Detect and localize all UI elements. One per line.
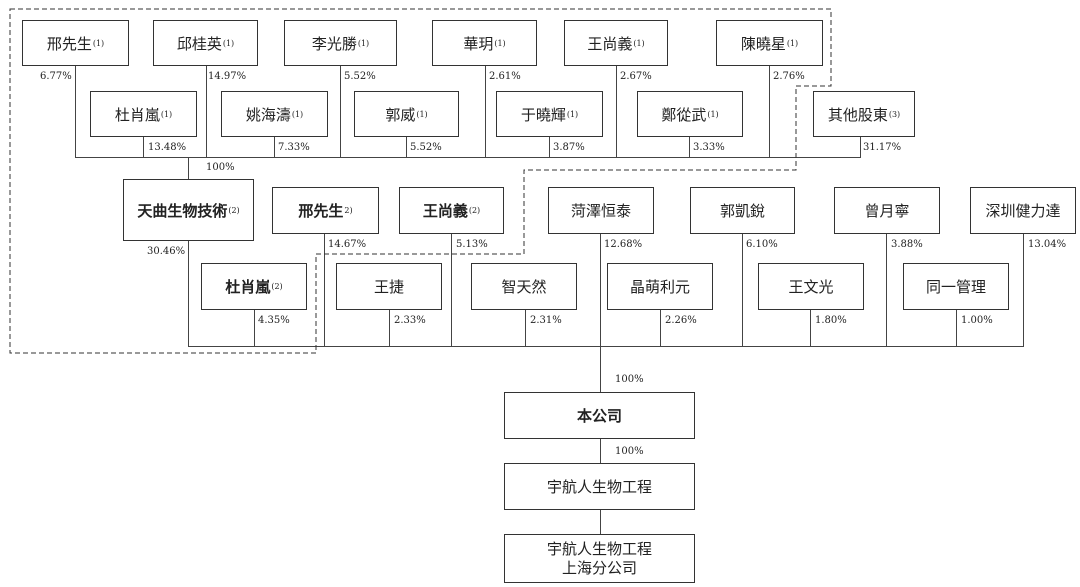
company-box: 本公司 [504,392,695,439]
shareholder-box: 同一管理 [903,263,1009,310]
shareholder-box: 鄭從武(1) [637,91,743,137]
shareholder-box: 晶萌利元 [607,263,713,310]
shareholder-box: 天曲生物技術(2) [123,179,254,241]
subsidiary-box: 宇航人生物工程 [504,463,695,510]
shareholding-percent: 7.33% [278,142,310,153]
shareholding-percent: 14.97% [208,71,247,82]
shareholder-box: 深圳健力達 [970,187,1076,234]
subsidiary-ownership-percent: 100% [615,446,644,457]
shareholding-percent: 1.00% [961,315,993,326]
shareholder-box: 郭凱銳 [690,187,795,234]
shareholding-percent: 6.10% [746,239,778,250]
shareholder-box: 王文光 [758,263,864,310]
shareholding-percent: 3.33% [693,142,725,153]
shareholding-percent: 12.68% [604,239,643,250]
shareholder-box: 菏澤恒泰 [548,187,654,234]
shareholder-box: 邱桂英(1) [153,20,258,66]
shareholding-percent: 1.80% [815,315,847,326]
shareholder-box: 王尚義(2) [399,187,504,234]
shareholder-box: 曾月寧 [834,187,940,234]
shareholder-box: 杜肖嵐(1) [90,91,197,137]
shareholding-percent: 13.48% [148,142,187,153]
shareholding-percent: 3.87% [553,142,585,153]
shareholder-box: 陳曉星(1) [716,20,823,66]
shareholder-box: 王捷 [336,263,442,310]
branch-name-line1: 宇航人生物工程 [546,539,652,558]
shareholding-percent: 31.17% [863,142,902,153]
shareholder-box: 邢先生(1) [22,20,129,66]
shareholding-percent: 3.88% [891,239,923,250]
shareholding-percent: 2.33% [394,315,426,326]
shareholder-box: 其他股東(3) [813,91,915,137]
shareholding-percent: 5.52% [344,71,376,82]
shareholder-box: 李光勝(1) [284,20,397,66]
shareholder-box: 華玥(1) [432,20,537,66]
shareholding-percent: 4.35% [258,315,290,326]
company-ownership-percent: 100% [615,374,644,385]
branch-name-line2: 上海分公司 [561,558,637,577]
shareholding-percent: 2.26% [665,315,697,326]
shareholding-percent: 2.67% [620,71,652,82]
shareholding-percent: 14.67% [328,239,367,250]
shareholding-percent: 13.04% [1028,239,1067,250]
branch-office-box: 宇航人生物工程 上海分公司 [504,534,695,583]
shareholding-percent: 6.77% [40,71,72,82]
shareholding-percent: 2.31% [530,315,562,326]
shareholder-box: 姚海濤(1) [221,91,328,137]
tianqu-ownership-percent: 100% [206,162,235,173]
shareholder-box: 智天然 [471,263,577,310]
shareholder-box: 于曉輝(1) [496,91,603,137]
shareholding-percent: 30.46% [147,246,186,257]
shareholder-box: 杜肖嵐(2) [201,263,307,310]
shareholder-box: 郭威(1) [354,91,459,137]
shareholder-box: 王尚義(1) [564,20,668,66]
shareholding-percent: 2.76% [773,71,805,82]
shareholding-percent: 5.13% [456,239,488,250]
shareholding-percent: 2.61% [489,71,521,82]
shareholding-percent: 5.52% [410,142,442,153]
